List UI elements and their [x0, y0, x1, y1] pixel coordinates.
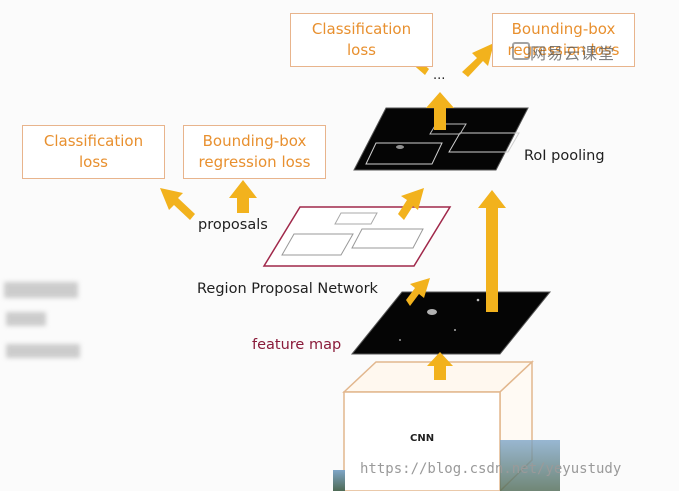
brand-watermark: 网易云课堂 — [530, 44, 616, 63]
mid-classification-line1: Classification — [43, 132, 144, 150]
rpn-proposals-plane — [262, 206, 452, 267]
top-bbox-line1: Bounding-box — [511, 20, 616, 38]
arrow-cnn-to-feature-map — [427, 352, 453, 380]
top-classification-line2: loss — [347, 41, 376, 59]
feature-map-label: feature map — [252, 337, 342, 353]
brand-logo-icon — [512, 42, 530, 60]
rpn-label: Region Proposal Network — [197, 281, 378, 297]
mid-bbox-line2: regression loss — [198, 153, 311, 171]
mid-bbox-regression-loss-box: Bounding-box regression loss — [183, 125, 326, 179]
top-bbox-line2: regression loss — [507, 41, 620, 59]
top-classification-loss-box: Classification loss — [290, 13, 433, 67]
arrow-feature-map-to-rpn — [406, 278, 430, 306]
blurred-text-2 — [6, 312, 46, 326]
feature-map-plane — [350, 291, 552, 355]
arrow-to-mid-bbox — [229, 180, 257, 213]
top-classification-line1: Classification — [311, 20, 412, 38]
url-watermark: https://blog.csdn.net/yeyustudy — [360, 461, 622, 477]
cnn-label: CNN — [410, 433, 435, 444]
proposals-label: proposals — [198, 217, 268, 233]
blurred-text-1 — [4, 282, 78, 298]
arrow-rpn-to-roi — [398, 188, 424, 220]
blurred-text-3 — [6, 344, 80, 358]
mid-classification-line2: loss — [79, 153, 108, 171]
arrow-roi-to-output — [426, 92, 454, 130]
ellipsis-label: ... — [433, 68, 446, 83]
arrow-to-mid-classification — [160, 188, 195, 220]
roi-pooling-label: RoI pooling — [524, 148, 605, 164]
mid-bbox-line1: Bounding-box — [202, 132, 307, 150]
mid-classification-loss-box: Classification loss — [22, 125, 165, 179]
arrow-to-top-bbox — [462, 43, 494, 77]
arrow-feature-map-to-roi — [478, 190, 506, 312]
cnn-cube — [333, 360, 560, 491]
